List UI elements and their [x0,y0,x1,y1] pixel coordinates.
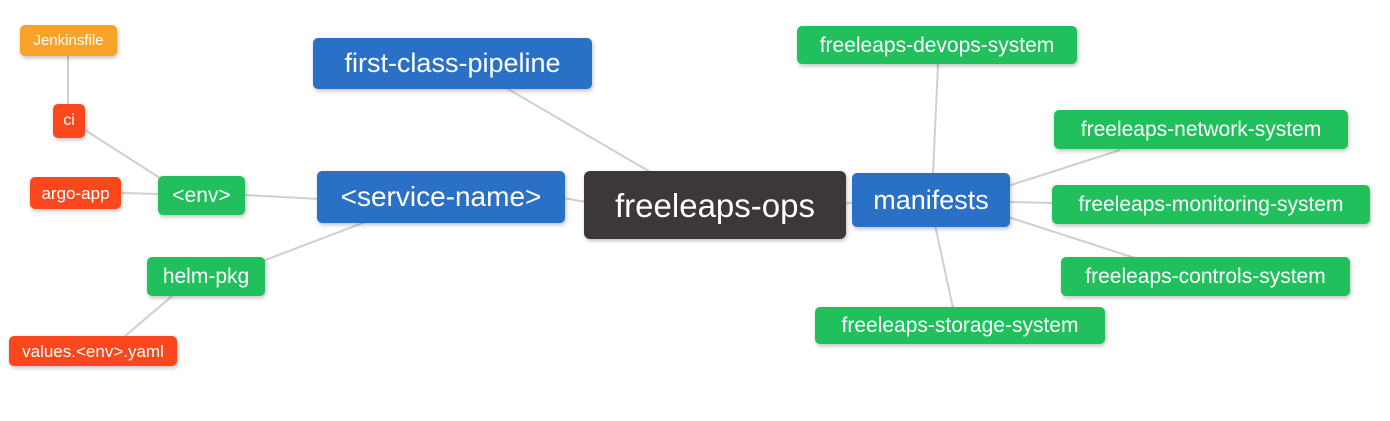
edge-manifests-monitoring [1007,201,1055,204]
edge-ci-env [84,129,164,181]
node-service-name[interactable]: <service-name> [317,171,565,223]
node-freeleaps-storage-system[interactable]: freeleaps-storage-system [815,307,1105,344]
node-argo-app-label: argo-app [41,183,110,203]
node-jenkinsfile-label: Jenkinsfile [33,32,104,49]
edge-manifests-network [1007,149,1121,187]
edge-manifests-storage [934,224,954,309]
edge-servicename-root [562,197,587,203]
node-ci-label: ci [63,112,75,129]
node-env[interactable]: <env> [158,176,245,215]
node-manifests[interactable]: manifests [852,173,1010,227]
edge-manifests-controls [1007,216,1136,259]
node-jenkinsfile[interactable]: Jenkinsfile [20,25,117,56]
node-freeleaps-controls-system-label: freeleaps-controls-system [1085,265,1326,288]
node-helm-pkg[interactable]: helm-pkg [147,257,265,296]
node-values-env-yaml-label: values.<env>.yaml [22,341,164,361]
node-freeleaps-controls-system[interactable]: freeleaps-controls-system [1061,257,1350,296]
node-freeleaps-storage-system-label: freeleaps-storage-system [841,314,1079,337]
node-freeleaps-network-system-label: freeleaps-network-system [1080,118,1322,141]
node-ci[interactable]: ci [53,104,85,138]
edge-firstclasspipeline-root [507,88,653,174]
node-freeleaps-network-system[interactable]: freeleaps-network-system [1054,110,1348,149]
node-first-class-pipeline-label: first-class-pipeline [344,48,561,78]
node-argo-app[interactable]: argo-app [30,177,121,209]
edge-manifests-devops [932,63,939,175]
node-helm-pkg-label: helm-pkg [162,265,250,288]
edge-helmpkg-servicename [259,220,369,263]
node-first-class-pipeline[interactable]: first-class-pipeline [313,38,592,89]
node-freeleaps-ops-root[interactable]: freeleaps-ops [584,171,846,239]
node-freeleaps-monitoring-system[interactable]: freeleaps-monitoring-system [1052,185,1370,224]
node-freeleaps-devops-system-label: freeleaps-devops-system [819,33,1055,57]
node-freeleaps-monitoring-system-label: freeleaps-monitoring-system [1078,193,1344,216]
node-service-name-label: <service-name> [340,181,542,212]
node-env-label: <env> [172,184,231,207]
edge-env-servicename [244,194,321,200]
node-manifests-label: manifests [873,184,989,215]
node-values-env-yaml[interactable]: values.<env>.yaml [9,336,177,366]
edge-argoapp-env [120,192,159,195]
edge-helmpkg-valuesyaml [123,295,173,338]
node-freeleaps-ops-label: freeleaps-ops [615,186,815,224]
node-freeleaps-devops-system[interactable]: freeleaps-devops-system [797,26,1077,64]
